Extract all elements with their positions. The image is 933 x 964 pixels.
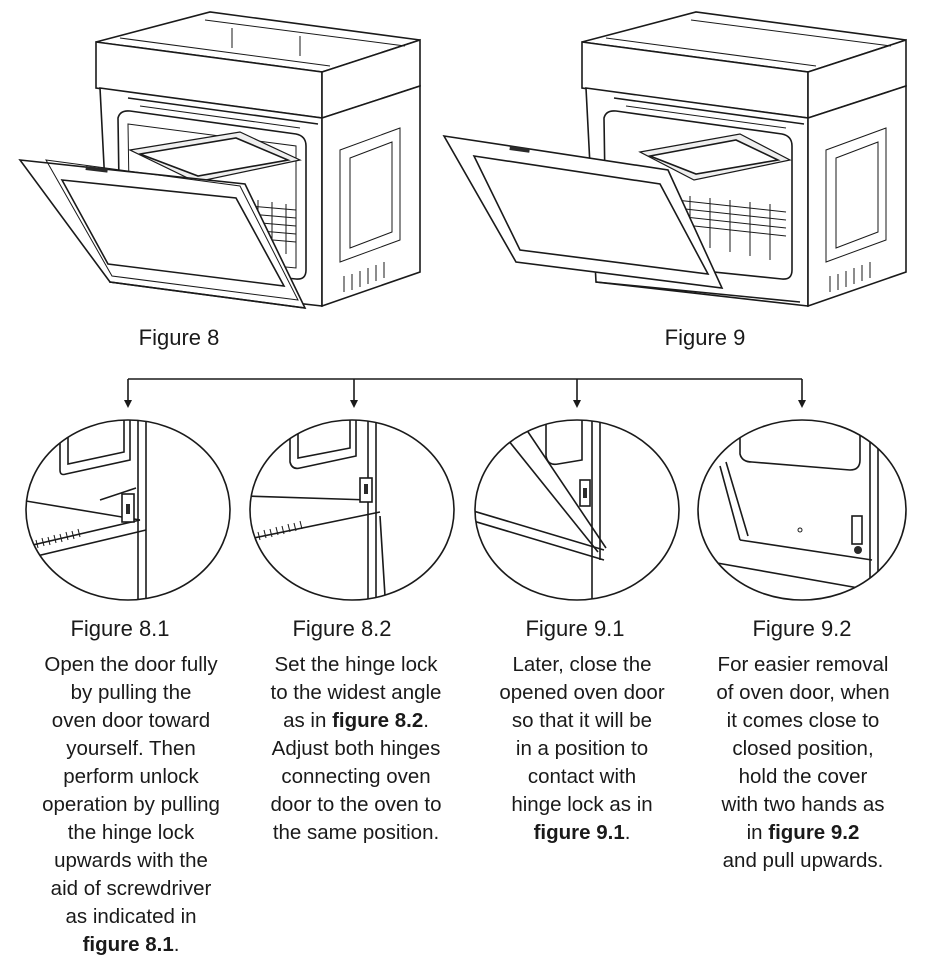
step-9-2-text: For easier removal of oven door, when it…	[690, 651, 916, 875]
figure-reference: figure 8.1	[82, 933, 174, 956]
step-9-1-text: Later, close the opened oven door so tha…	[469, 651, 695, 847]
figure-9-caption: Figure 9	[664, 325, 746, 350]
step-9-1-line: so that it will be	[511, 709, 653, 732]
step-9-1-ref-line: figure 9.1.	[469, 819, 695, 847]
step-9-1-line: opened oven door	[499, 681, 665, 704]
step-8-2-line: Adjust both hinges	[271, 737, 441, 760]
step-8-1-line: Open the door fully	[44, 653, 218, 676]
step-9-1-line: contact with	[527, 765, 637, 788]
figure-reference: figure 9.2	[768, 821, 860, 844]
step-8-2-line-text: as in	[283, 709, 333, 732]
figure-8-1-caption: Figure 8.1	[70, 616, 170, 641]
step-9-1-line: in a position to	[515, 737, 649, 760]
step-8-1-line: as indicated in	[65, 905, 197, 928]
step-8-1-line: yourself. Then	[66, 737, 196, 760]
step-9-2-line: and pull upwards.	[722, 849, 884, 872]
step-8-2-line: to the widest angle	[270, 681, 442, 704]
step-9-1-line: hinge lock as in	[511, 793, 653, 816]
step-8-2-text: Set the hinge lock to the widest angle a…	[243, 651, 469, 847]
step-8-2-line: Set the hinge lock	[274, 653, 438, 676]
punctuation: .	[624, 821, 631, 844]
step-8-1-line: by pulling the	[70, 681, 192, 704]
step-8-1-line: upwards with the	[54, 849, 208, 872]
punctuation: .	[173, 933, 180, 956]
step-8-1-line: the hinge lock	[67, 821, 195, 844]
step-9-2-line: with two hands as	[721, 793, 885, 816]
step-8-1-line: perform unlock	[63, 765, 199, 788]
figure-reference: figure 9.1	[533, 821, 625, 844]
figure-8-2-caption: Figure 8.2	[292, 616, 392, 641]
figure-9-1-caption: Figure 9.1	[525, 616, 625, 641]
step-9-2-line: For easier removal	[717, 653, 889, 676]
step-8-1-line: oven door toward	[51, 709, 211, 732]
step-8-1-ref-line: figure 8.1.	[18, 931, 244, 959]
figure-9-2-caption: Figure 9.2	[752, 616, 852, 641]
step-9-2-line-text: in	[746, 821, 769, 844]
step-9-1-line: Later, close the	[512, 653, 652, 676]
step-8-1-line: operation by pulling	[42, 793, 220, 816]
step-9-2-line: hold the cover	[738, 765, 868, 788]
step-9-2-line: it comes close to	[726, 709, 880, 732]
step-9-2-line: closed position,	[732, 737, 874, 760]
step-8-1-text: Open the door fully by pulling the oven …	[18, 651, 244, 959]
step-8-2-line: door to the oven to	[270, 793, 442, 816]
step-8-2-line: connecting oven	[281, 765, 431, 788]
step-8-2-ref-line: as in figure 8.2.	[243, 707, 469, 735]
figure-8-caption: Figure 8	[138, 325, 220, 350]
step-8-1-line: aid of screwdriver	[50, 877, 212, 900]
figure-reference: figure 8.2	[332, 709, 424, 732]
punctuation: .	[423, 709, 429, 732]
step-9-2-ref-line: in figure 9.2	[690, 819, 916, 847]
step-8-2-line: the same position.	[272, 821, 440, 844]
step-9-2-line: of oven door, when	[716, 681, 890, 704]
